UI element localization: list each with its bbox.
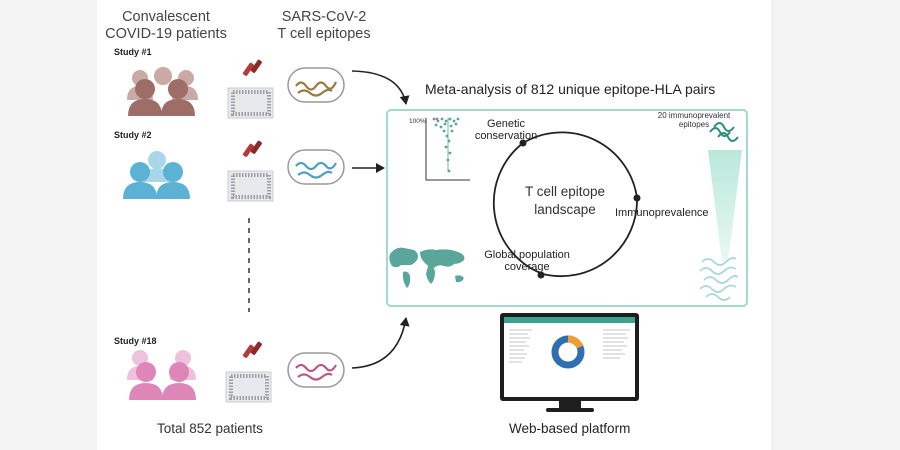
patients-icon-study-2 [123,151,190,199]
study-label-18: Study #18 [114,336,157,346]
immunoprevalence-label: Immunoprevalence [615,207,709,219]
blood-tube-icon [242,59,262,358]
epitope-capsule-study-2 [287,149,345,185]
platform-label: Web-based platform [509,421,631,436]
study-label-2: Study #2 [114,130,152,140]
epitope-capsule-study-18 [287,352,345,388]
world-map-icon [389,247,465,288]
global-coverage-label: Global population coverage [484,249,570,273]
arrow-study-1 [351,70,410,105]
header-patients: Convalescent COVID-19 patients [105,9,227,42]
total-patients: Total 852 patients [157,421,263,436]
study-label-1: Study #1 [114,47,152,57]
arrow-study-18 [351,317,410,369]
landscape-cycle [492,131,641,279]
meta-analysis-box [386,109,748,307]
meta-analysis-title: Meta-analysis of 812 unique epitope-HLA … [425,81,716,97]
genetic-conservation-label: Genetic conservation [474,118,538,142]
immunoprevalent-epitopes-label: 20 immunoprevalent epitopes [657,111,731,129]
percent-label: 100% [409,118,426,125]
patients-icon-study-18 [127,350,196,400]
well-plate-icon [225,87,274,403]
immunoprevalent-funnel [699,122,742,301]
monitor-icon [500,313,639,412]
header-epitopes: SARS-CoV-2 T cell epitopes [277,9,371,42]
conservation-plot [425,117,470,181]
patients-icon-study-1 [127,67,198,116]
epitope-capsule-study-1 [287,67,345,103]
landscape-title: T cell epitope landscape [524,184,606,217]
